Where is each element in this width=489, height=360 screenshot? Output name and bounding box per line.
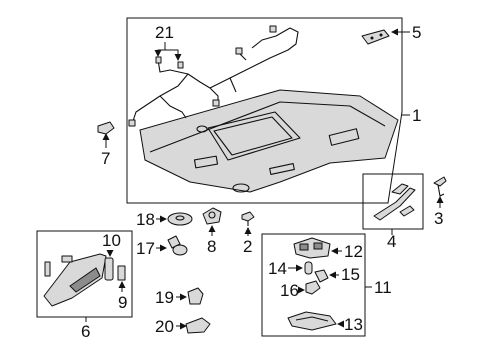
callout-9: 9	[118, 293, 127, 312]
callout-8: 8	[207, 237, 216, 256]
callout-11: 11	[374, 278, 392, 297]
part-18-grommet	[167, 212, 193, 226]
callout-16: 16	[280, 281, 299, 300]
part-19-bracket	[187, 287, 204, 305]
part-3-screw	[433, 176, 447, 197]
wiring-harness	[131, 27, 299, 125]
part-13-overhead-lamp	[287, 311, 337, 331]
callout-3: 3	[434, 209, 443, 228]
part-5-clip	[361, 29, 390, 45]
part-12-console-housing	[293, 237, 331, 259]
part-17-hook	[167, 235, 188, 256]
callout-21: 21	[155, 23, 174, 42]
callout-4: 4	[387, 232, 396, 251]
headliner-group: 21	[126, 17, 403, 204]
console-box	[261, 233, 366, 337]
sun-visor-box	[36, 230, 133, 318]
callout-18: 18	[136, 210, 155, 229]
callout-1: 1	[412, 106, 421, 125]
part-9-clip	[117, 265, 126, 281]
callout-10: 10	[102, 231, 121, 250]
sunroof-opening	[207, 111, 301, 161]
callout-17: 17	[136, 239, 155, 258]
part-6-sun-visor	[43, 253, 107, 307]
part-4-grab-handle	[373, 183, 416, 221]
part-8-light	[202, 207, 222, 225]
callout-6: 6	[81, 322, 90, 341]
part-16-lens	[305, 280, 321, 295]
callout-19: 19	[155, 288, 174, 307]
part-2-clip	[241, 211, 255, 226]
callout-7: 7	[101, 149, 110, 168]
headliner-group-frame	[126, 17, 403, 204]
callout-13: 13	[344, 315, 363, 334]
part-7-clip	[97, 121, 115, 135]
callout-12: 12	[344, 242, 363, 261]
callout-20: 20	[155, 317, 174, 336]
callout-14: 14	[268, 259, 287, 278]
callout-15: 15	[341, 265, 360, 284]
callout-2: 2	[243, 237, 252, 256]
part-10-clip	[104, 257, 114, 281]
grab-handle-box	[362, 173, 424, 230]
part-14-bulb	[304, 261, 313, 275]
part-20-cover	[185, 317, 211, 334]
part-15-socket	[314, 269, 329, 283]
callout-5: 5	[412, 23, 421, 42]
